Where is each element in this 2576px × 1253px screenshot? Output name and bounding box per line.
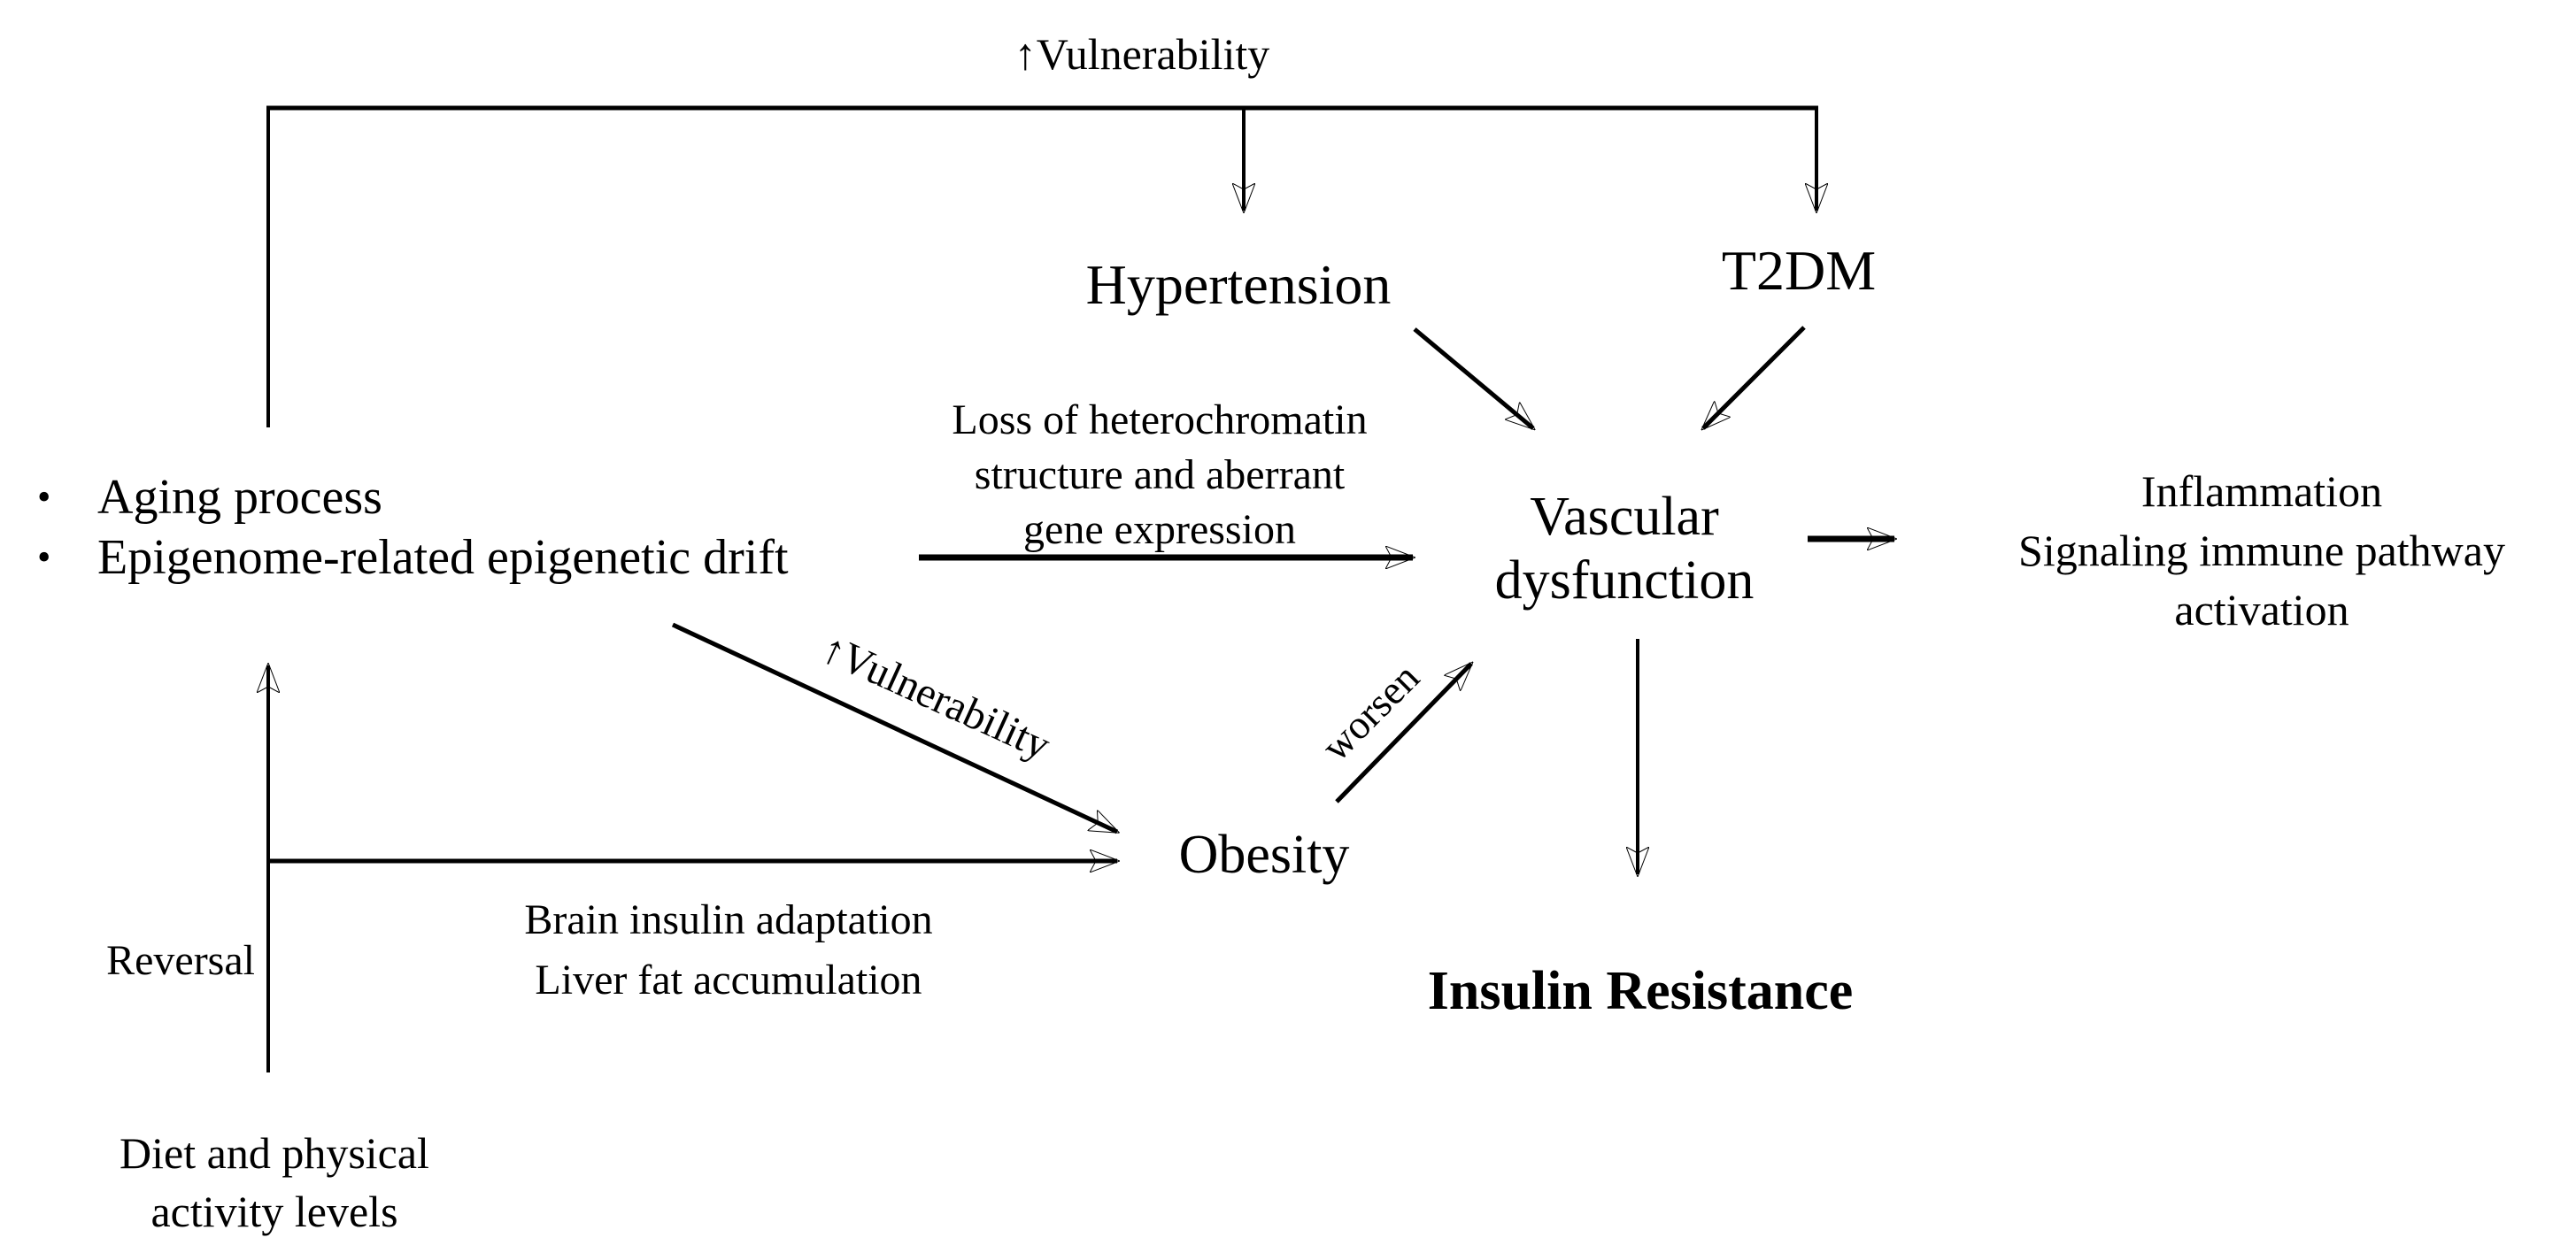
- diet-line-1: Diet and physical: [120, 1128, 429, 1178]
- loss-heterochromatin-label: Loss of heterochromatin structure and ab…: [894, 393, 1425, 557]
- brain-line-1: Brain insulin adaptation: [524, 896, 933, 943]
- list-item: • Epigenome-related epigenetic drift: [37, 527, 789, 588]
- node-insulin-resistance: Insulin Resistance: [1427, 961, 1854, 1021]
- node-obesity: Obesity: [1178, 825, 1350, 885]
- inflammation-line-1: Inflammation: [2140, 466, 2383, 516]
- brain-line-2: Liver fat accumulation: [535, 957, 922, 1003]
- arrow-obesity-worsen-vascular: [1335, 664, 1471, 803]
- diet-line-2: activity levels: [150, 1187, 398, 1236]
- diet-activity-label: Diet and physical activity levels: [53, 1124, 496, 1241]
- node-t2dm: T2DM: [1721, 239, 1877, 302]
- inflammation-line-2: Signaling immune pathway: [2018, 526, 2505, 575]
- bullet-aging-process: Aging process: [97, 470, 382, 525]
- loss-line-3: gene expression: [1023, 506, 1296, 553]
- top-vulnerability-label: ↑Vulnerability: [1014, 29, 1270, 79]
- brain-liver-label: Brain insulin adaptation Liver fat accum…: [463, 890, 994, 1011]
- node-hypertension: Hypertension: [1085, 253, 1392, 316]
- reversal-label: Reversal: [106, 937, 255, 984]
- arrow-t2dm-to-vascular: [1703, 326, 1806, 428]
- inflammation-label: Inflammation Signaling immune pathway ac…: [1947, 462, 2576, 640]
- list-item: • Aging process: [37, 467, 789, 527]
- loss-line-2: structure and aberrant: [974, 451, 1346, 498]
- vascular-line-1: Vascular: [1530, 487, 1719, 547]
- bullet-icon: •: [37, 535, 51, 579]
- node-vascular-dysfunction: Vascular dysfunction: [1447, 485, 1801, 612]
- aging-bullet-list: • Aging process • Epigenome-related epig…: [37, 467, 789, 588]
- bullet-epigenetic-drift: Epigenome-related epigenetic drift: [97, 530, 789, 585]
- vascular-line-2: dysfunction: [1494, 550, 1755, 611]
- inflammation-line-3: activation: [2174, 585, 2349, 634]
- arrow-drift-to-obesity: [671, 622, 1117, 834]
- bullet-icon: •: [37, 475, 51, 519]
- arrow-hypertension-to-vascular: [1413, 327, 1533, 428]
- loss-line-1: Loss of heterochromatin: [952, 396, 1368, 443]
